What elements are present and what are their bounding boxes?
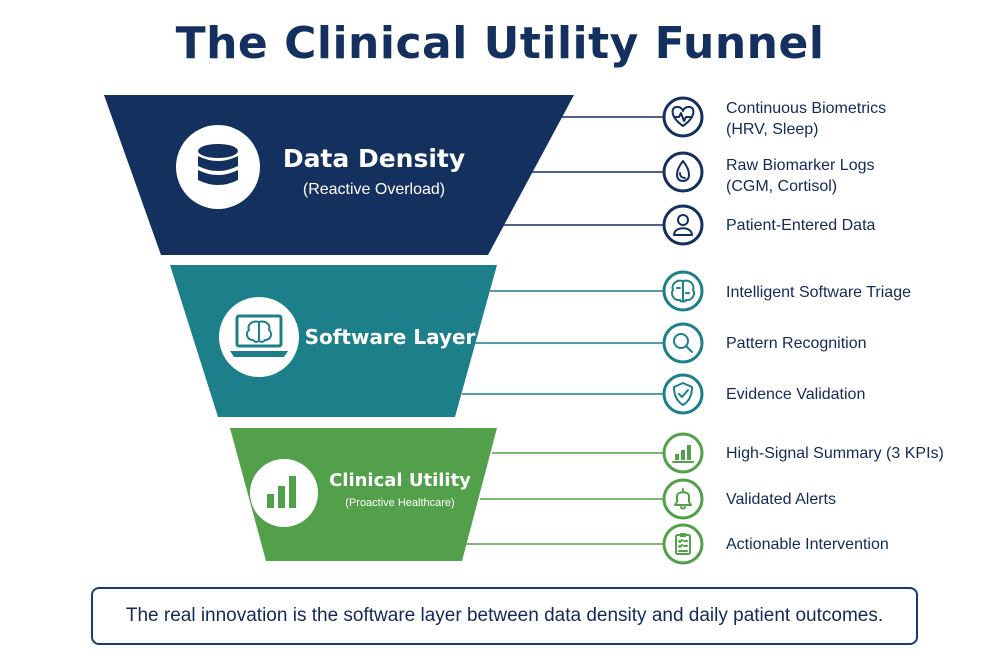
tier-software-layer-title: Software Layer bbox=[304, 325, 476, 349]
side-label-evidence-validation: Evidence Validation bbox=[726, 386, 866, 403]
tier-data-density-subtitle: (Reactive Overload) bbox=[302, 181, 446, 198]
database-icon bbox=[176, 125, 260, 209]
side-label-intelligent-software-triage: Intelligent Software Triage bbox=[726, 284, 911, 301]
side-label-raw-biomarker-logs: Raw Biomarker Logs(CGM, Cortisol) bbox=[726, 157, 875, 195]
heart-pulse-icon bbox=[662, 96, 704, 138]
side-label-patient-entered-data: Patient-Entered Data bbox=[726, 217, 876, 234]
side-label-high-signal-summary: High-Signal Summary (3 KPIs) bbox=[726, 445, 944, 462]
bar-chart-icon bbox=[250, 459, 318, 527]
laptop-brain-icon bbox=[219, 297, 299, 377]
shield-check-icon bbox=[662, 373, 704, 415]
clipboard-check-icon bbox=[662, 523, 704, 565]
footer-note-text: The real innovation is the software laye… bbox=[125, 605, 884, 626]
side-label-actionable-intervention: Actionable Intervention bbox=[726, 536, 889, 553]
tier-clinical-utility-title: Clinical Utility bbox=[329, 470, 471, 491]
tier-clinical-utility-subtitle: (Proactive Healthcare) bbox=[345, 497, 455, 509]
magnifier-icon bbox=[662, 322, 704, 364]
bar-chart-small-icon bbox=[662, 432, 704, 474]
page-title: The Clinical Utility Funnel bbox=[175, 18, 825, 69]
footer-note-box: The real innovation is the software laye… bbox=[91, 587, 918, 645]
tier-data-density-title: Data Density bbox=[282, 144, 466, 173]
side-label-continuous-biometrics: Continuous Biometrics(HRV, Sleep) bbox=[726, 100, 887, 138]
side-label-validated-alerts: Validated Alerts bbox=[726, 491, 836, 508]
drop-icon bbox=[662, 151, 704, 193]
bell-icon bbox=[662, 478, 704, 520]
tier-data-density-band bbox=[104, 95, 574, 255]
side-label-pattern-recognition: Pattern Recognition bbox=[726, 335, 867, 352]
brain-circuit-icon bbox=[662, 270, 704, 312]
tier-clinical-utility-band bbox=[230, 428, 497, 561]
user-icon bbox=[662, 204, 704, 246]
